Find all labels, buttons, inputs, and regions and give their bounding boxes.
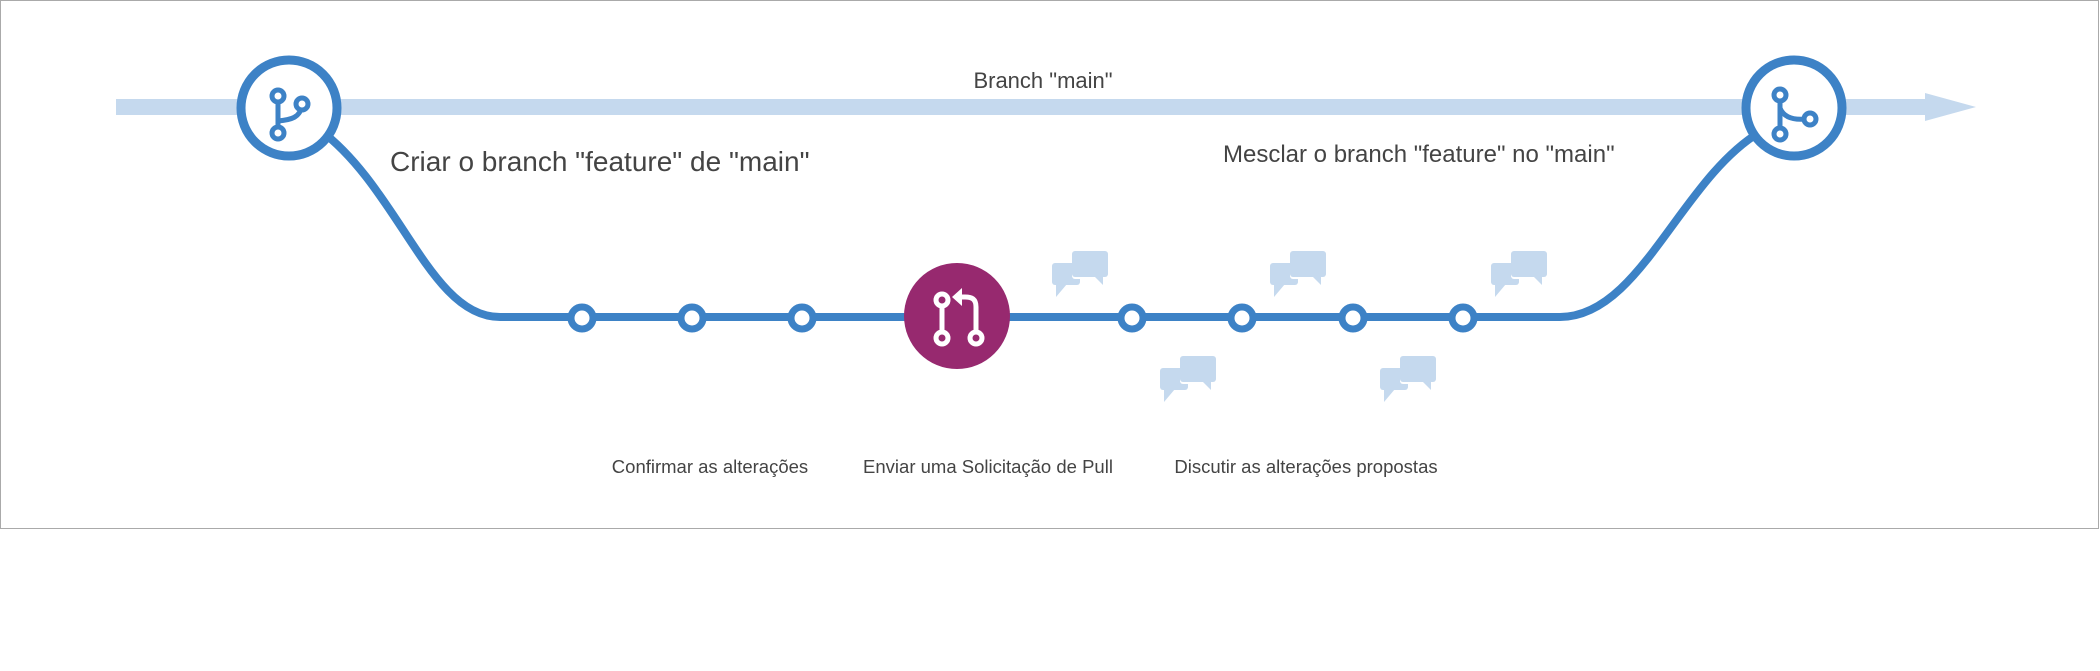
commit-node	[567, 303, 597, 333]
create-branch-label: Criar o branch "feature" de "main"	[390, 146, 810, 177]
discussion-node	[1117, 303, 1147, 333]
discussion-node	[1227, 303, 1257, 333]
feature-branch-line	[317, 126, 1763, 321]
git-merge-icon	[1771, 86, 1819, 143]
branch-node	[236, 55, 342, 161]
pull-request-node	[904, 263, 1010, 369]
step-label-commit: Confirmar as alterações	[612, 456, 808, 477]
main-branch-label: Branch "main"	[973, 68, 1112, 93]
step-label-discuss: Discutir as alterações propostas	[1174, 456, 1437, 477]
discussion-node	[1338, 303, 1368, 333]
merge-node	[1741, 55, 1847, 161]
pull-request-icon	[933, 288, 985, 347]
commit-node	[787, 303, 817, 333]
discussion-node	[1448, 303, 1478, 333]
main-branch-arrow	[116, 93, 1976, 121]
git-branch-icon	[269, 87, 311, 142]
commit-node	[677, 303, 707, 333]
step-label-pull-request: Enviar uma Solicitação de Pull	[863, 456, 1113, 477]
merge-branch-label: Mesclar o branch "feature" no "main"	[1223, 141, 1615, 168]
